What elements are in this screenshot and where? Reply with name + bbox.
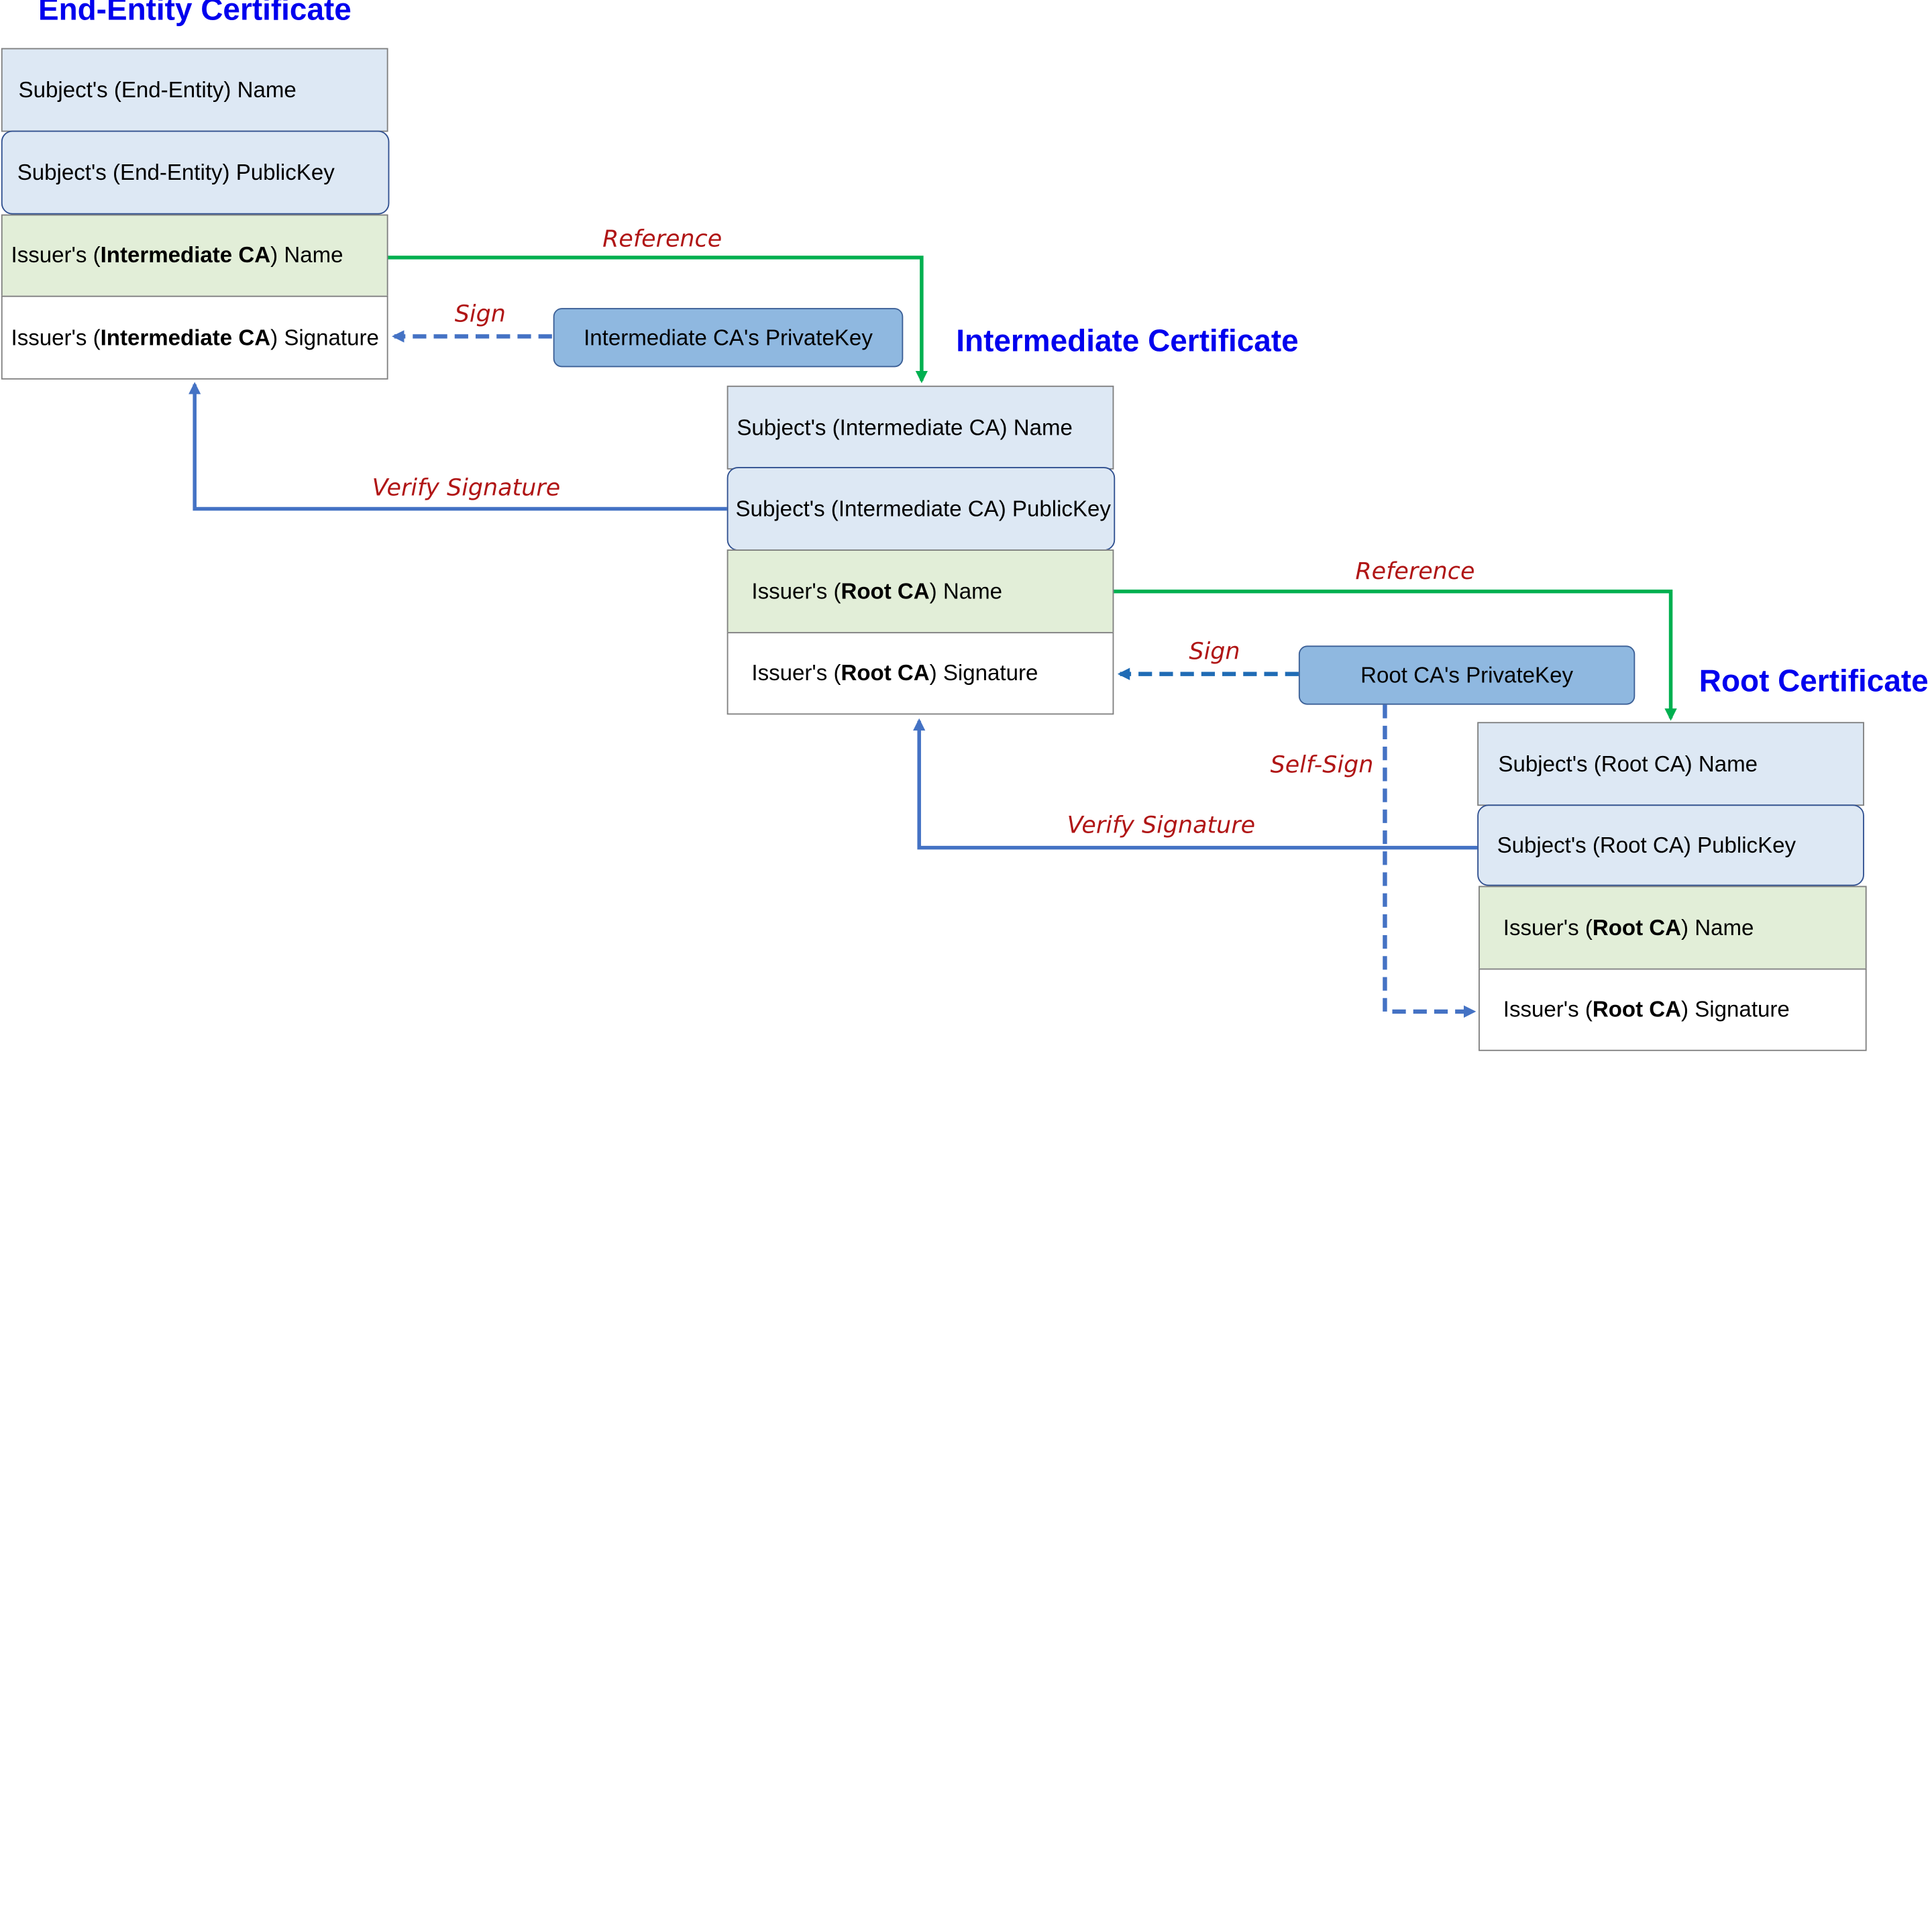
intermediate-issuer-name: Issuer's (Root CA) Name — [727, 549, 1114, 634]
root-subject-name: Subject's (Root CA) Name — [1477, 722, 1864, 806]
reference-arrow-2 — [1114, 589, 1677, 721]
end-entity-subject-name: Subject's (End-Entity) Name — [1, 48, 388, 132]
intermediate-subject-publickey: Subject's (Intermediate CA) PublicKey — [727, 467, 1116, 551]
root-ca-privatekey: Root CA's PrivateKey — [1298, 645, 1635, 705]
sign-label-1: Sign — [454, 301, 506, 328]
reference-arrow-1 — [388, 256, 928, 384]
intermediate-ca-privatekey: Intermediate CA's PrivateKey — [553, 308, 904, 368]
root-subject-publickey: Subject's (Root CA) PublicKey — [1477, 804, 1864, 886]
reference-label-1: Reference — [602, 225, 722, 253]
end-entity-subject-name-text: Subject's (End-Entity) Name — [18, 76, 297, 102]
reference-label-2: Reference — [1355, 558, 1475, 586]
end-entity-subject-publickey: Subject's (End-Entity) PublicKey — [1, 130, 390, 215]
self-sign-arrow — [1383, 704, 1477, 1018]
intermediate-issuer-signature: Issuer's (Root CA) Signature — [727, 632, 1114, 715]
root-issuer-name-text: Issuer's (Root CA) Name — [1503, 914, 1754, 940]
end-entity-certificate-title: End-Entity Certificate — [38, 0, 352, 28]
self-sign-label: Self-Sign — [1270, 751, 1374, 779]
intermediate-issuer-name-text: Issuer's (Root CA) Name — [751, 578, 1003, 604]
root-issuer-signature-text: Issuer's (Root CA) Signature — [1503, 996, 1790, 1022]
root-subject-publickey-text: Subject's (Root CA) PublicKey — [1497, 832, 1796, 857]
connector-arrows — [189, 256, 1677, 1018]
end-entity-issuer-name-text: Issuer's (Intermediate CA) Name — [11, 242, 343, 268]
root-certificate-title: Root Certificate — [1699, 663, 1929, 699]
root-issuer-signature: Issuer's (Root CA) Signature — [1479, 968, 1867, 1051]
intermediate-subject-name-text: Subject's (Intermediate CA) Name — [737, 415, 1073, 439]
intermediate-subject-publickey-text: Subject's (Intermediate CA) PublicKey — [735, 496, 1111, 521]
verify-label-1: Verify Signature — [372, 474, 561, 502]
verify-arrow-1 — [189, 382, 727, 511]
intermediate-issuer-signature-text: Issuer's (Root CA) Signature — [751, 660, 1038, 686]
verify-arrow-2 — [912, 718, 1478, 850]
end-entity-issuer-signature-text: Issuer's (Intermediate CA) Signature — [11, 324, 379, 350]
end-entity-issuer-signature: Issuer's (Intermediate CA) Signature — [1, 295, 388, 380]
root-issuer-name: Issuer's (Root CA) Name — [1479, 885, 1867, 970]
sign-label-2: Sign — [1189, 638, 1240, 665]
verify-label-2: Verify Signature — [1067, 812, 1256, 839]
root-subject-name-text: Subject's (Root CA) Name — [1498, 751, 1758, 776]
intermediate-subject-name: Subject's (Intermediate CA) Name — [727, 385, 1114, 470]
end-entity-issuer-name: Issuer's (Intermediate CA) Name — [1, 214, 388, 297]
end-entity-subject-publickey-text: Subject's (End-Entity) PublicKey — [17, 159, 335, 184]
intermediate-certificate-title: Intermediate Certificate — [956, 324, 1299, 359]
